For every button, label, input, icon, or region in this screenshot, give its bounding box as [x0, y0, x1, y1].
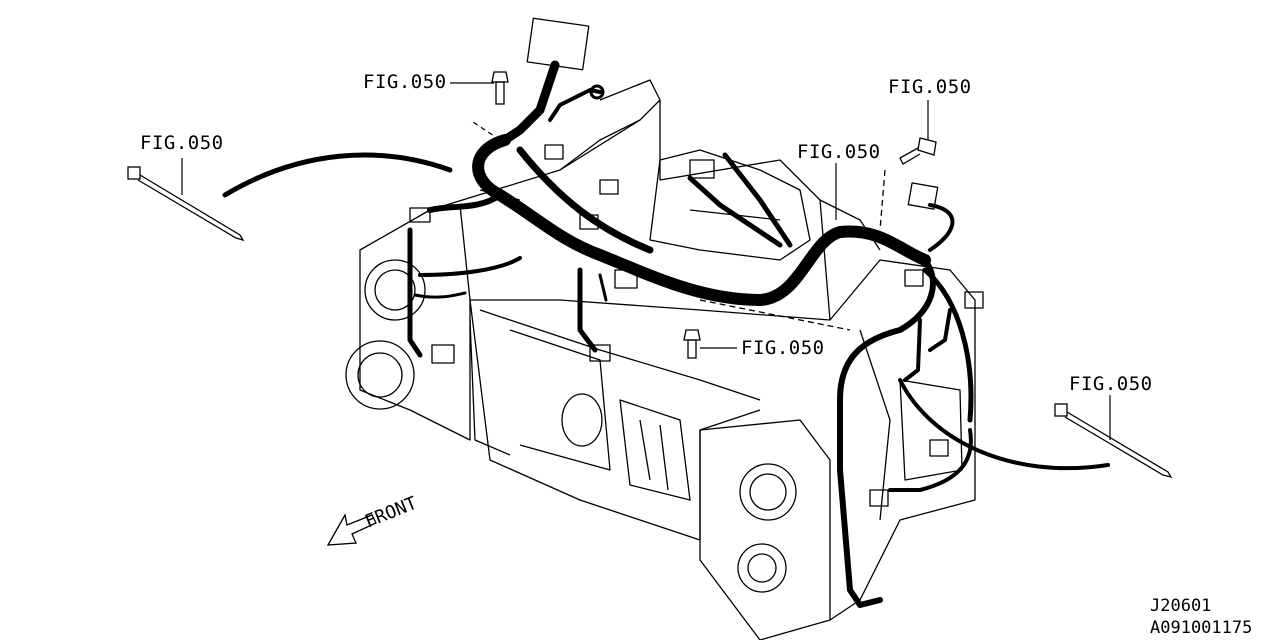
wiring-harness	[222, 60, 1110, 608]
callout-fig-top-left[interactable]: FIG.050	[363, 71, 447, 93]
callout-fig-left[interactable]: FIG.050	[140, 132, 224, 154]
callout-fig-right[interactable]: FIG.050	[1069, 373, 1153, 395]
bolt-icon-right	[899, 137, 937, 165]
bolt-icon-center	[683, 329, 701, 359]
bolt-icons	[491, 71, 937, 359]
callout-fig-center-right[interactable]: FIG.050	[797, 141, 881, 163]
part-code: J20601	[1150, 596, 1212, 616]
drawing-code: A091001175	[1150, 618, 1253, 638]
engine-block-outline	[345, 17, 984, 640]
callout-fig-top-right[interactable]: FIG.050	[888, 76, 972, 98]
bolt-icon-top	[491, 71, 509, 105]
callout-leader-lines	[181, 82, 1111, 440]
cable-tie-icons	[127, 166, 1173, 479]
callout-fig-center-bolt[interactable]: FIG.050	[741, 337, 825, 359]
cable-tie-icon-right	[1054, 403, 1173, 479]
front-arrow-icon	[326, 513, 377, 546]
cable-tie-icon-left	[127, 166, 245, 242]
